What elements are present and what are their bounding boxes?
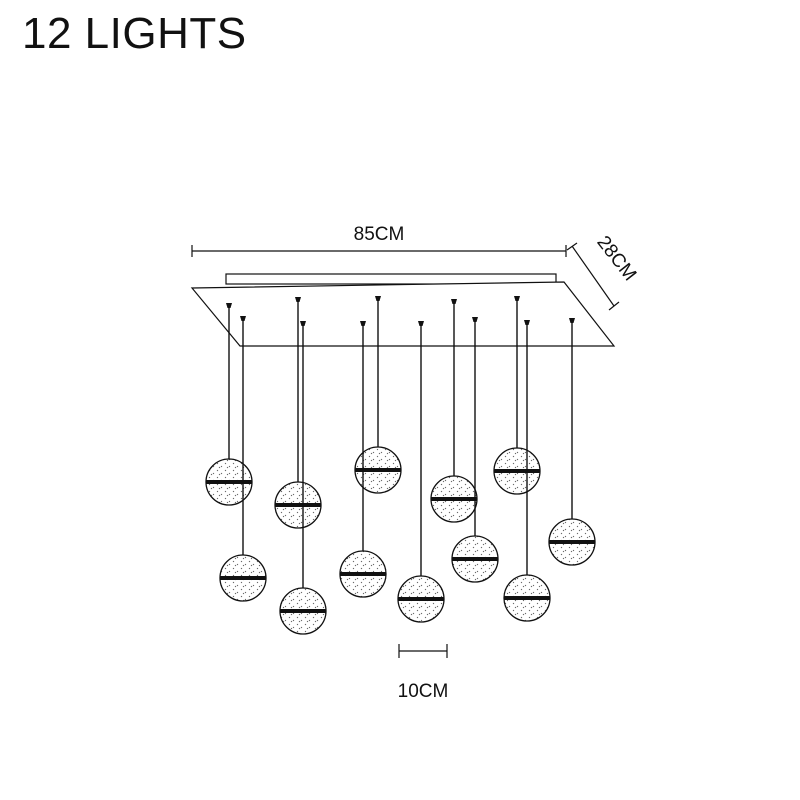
pendant-light: [548, 318, 596, 566]
pendant-light: [493, 296, 541, 495]
pendant-light: [354, 296, 402, 494]
pendant-light: [205, 303, 253, 506]
globe-band: [206, 480, 252, 484]
cord-cap: [569, 318, 575, 323]
page-title: 12 LIGHTS: [22, 9, 247, 58]
globe-dimension: 10CM: [398, 644, 449, 702]
globe-band: [504, 596, 550, 600]
pendant-lights: [205, 296, 596, 635]
ceiling-canopy: [190, 273, 616, 347]
cord-cap: [375, 296, 381, 301]
width-label: 85CM: [354, 224, 405, 245]
cord-cap: [360, 321, 366, 326]
globe-band: [340, 572, 386, 576]
width-dimension: 85CM: [191, 224, 567, 257]
globe-label: 10CM: [398, 681, 449, 702]
pendant-light: [451, 317, 499, 583]
cord-cap: [226, 303, 232, 308]
cord-cap: [295, 297, 301, 302]
pendant-light: [339, 321, 387, 598]
cord-cap: [524, 320, 530, 325]
pendant-light: [219, 316, 267, 602]
pendant-light: [279, 321, 327, 635]
globe-band: [220, 576, 266, 580]
globe-band: [355, 468, 401, 472]
pendant-light: [430, 299, 478, 523]
cord-cap: [472, 317, 478, 322]
cord-cap: [418, 321, 424, 326]
globe-band: [275, 503, 321, 507]
depth-dimension: 28CM: [566, 232, 640, 311]
pendant-light: [397, 321, 445, 623]
globe-band: [398, 597, 444, 601]
cord-cap: [514, 296, 520, 301]
pendant-light: [503, 320, 551, 622]
globe-band: [431, 497, 477, 501]
depth-label: 28CM: [592, 232, 640, 285]
globe-band: [494, 469, 540, 473]
globe-band: [452, 557, 498, 561]
pendant-light: [274, 297, 322, 529]
cord-cap: [300, 321, 306, 326]
cord-cap: [451, 299, 457, 304]
globe-band: [549, 540, 595, 544]
cord-cap: [240, 316, 246, 321]
globe-band: [280, 609, 326, 613]
